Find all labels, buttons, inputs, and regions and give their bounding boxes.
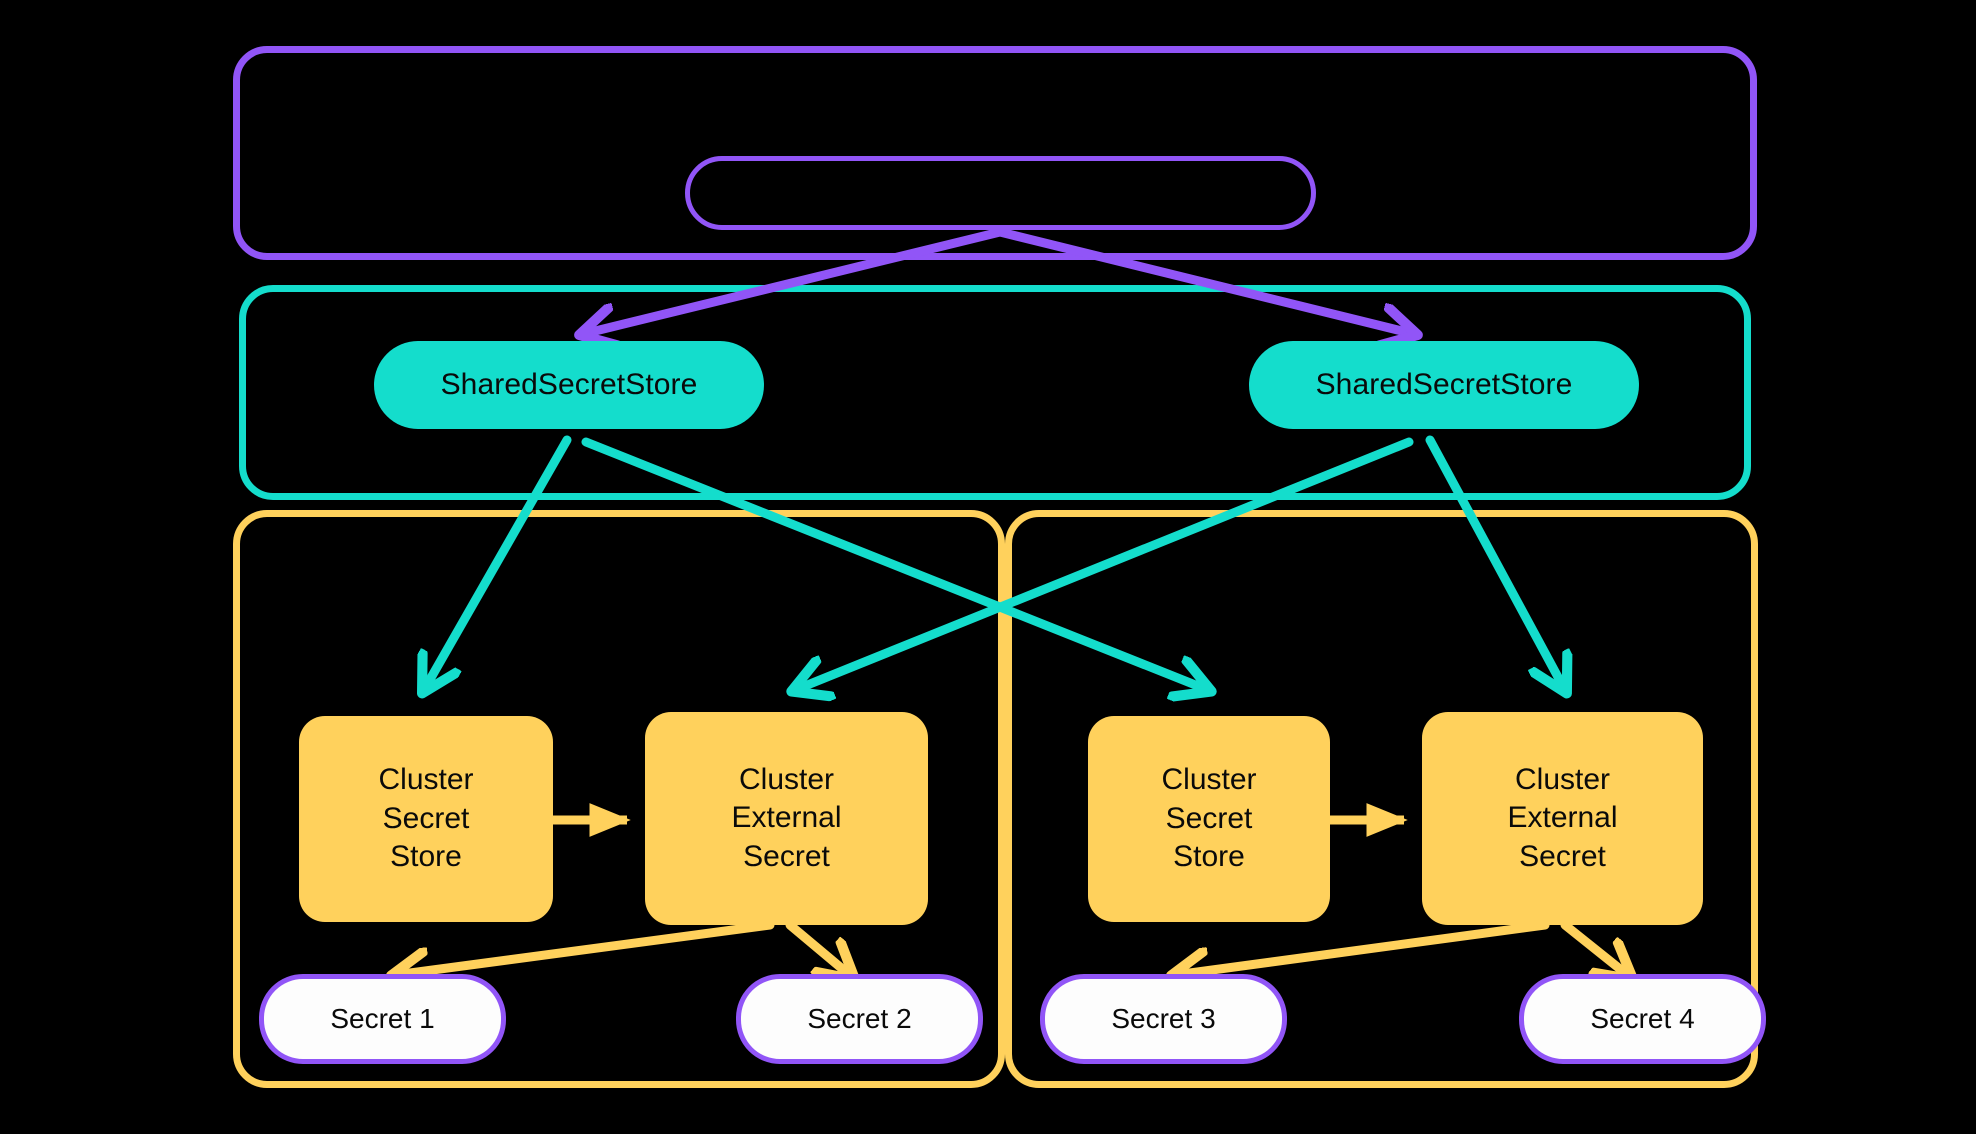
cluster-secret-store-right-node[interactable]: Cluster Secret Store bbox=[1088, 716, 1330, 922]
cluster-external-secret-left-label: Cluster External Secret bbox=[731, 762, 842, 873]
cluster-external-secret-right-node[interactable]: Cluster External Secret bbox=[1422, 712, 1703, 925]
shared-secret-store-left-node[interactable]: SharedSecretStore bbox=[374, 341, 764, 429]
secret-2-label: Secret 2 bbox=[807, 1003, 912, 1035]
secret-1-node[interactable]: Secret 1 bbox=[259, 974, 506, 1064]
cluster-secret-store-left-label: Cluster Secret Store bbox=[378, 763, 474, 874]
secret-4-node[interactable]: Secret 4 bbox=[1519, 974, 1766, 1064]
cluster-secret-store-right-label: Cluster Secret Store bbox=[1161, 763, 1257, 874]
secret-3-label: Secret 3 bbox=[1111, 1003, 1216, 1035]
secret-3-node[interactable]: Secret 3 bbox=[1040, 974, 1287, 1064]
secret-2-node[interactable]: Secret 2 bbox=[736, 974, 983, 1064]
secret-4-label: Secret 4 bbox=[1590, 1003, 1695, 1035]
cluster-external-secret-left-node[interactable]: Cluster External Secret bbox=[645, 712, 928, 925]
cluster-secret-store-left-node[interactable]: Cluster Secret Store bbox=[299, 716, 553, 922]
cluster-external-secret-right-label: Cluster External Secret bbox=[1507, 762, 1618, 873]
shared-secret-store-right-node[interactable]: SharedSecretStore bbox=[1249, 341, 1639, 429]
shared-secret-store-left-label: SharedSecretStore bbox=[440, 367, 698, 401]
root-pill-node[interactable] bbox=[685, 156, 1316, 230]
shared-secret-store-right-label: SharedSecretStore bbox=[1315, 367, 1573, 401]
secret-1-label: Secret 1 bbox=[330, 1003, 435, 1035]
